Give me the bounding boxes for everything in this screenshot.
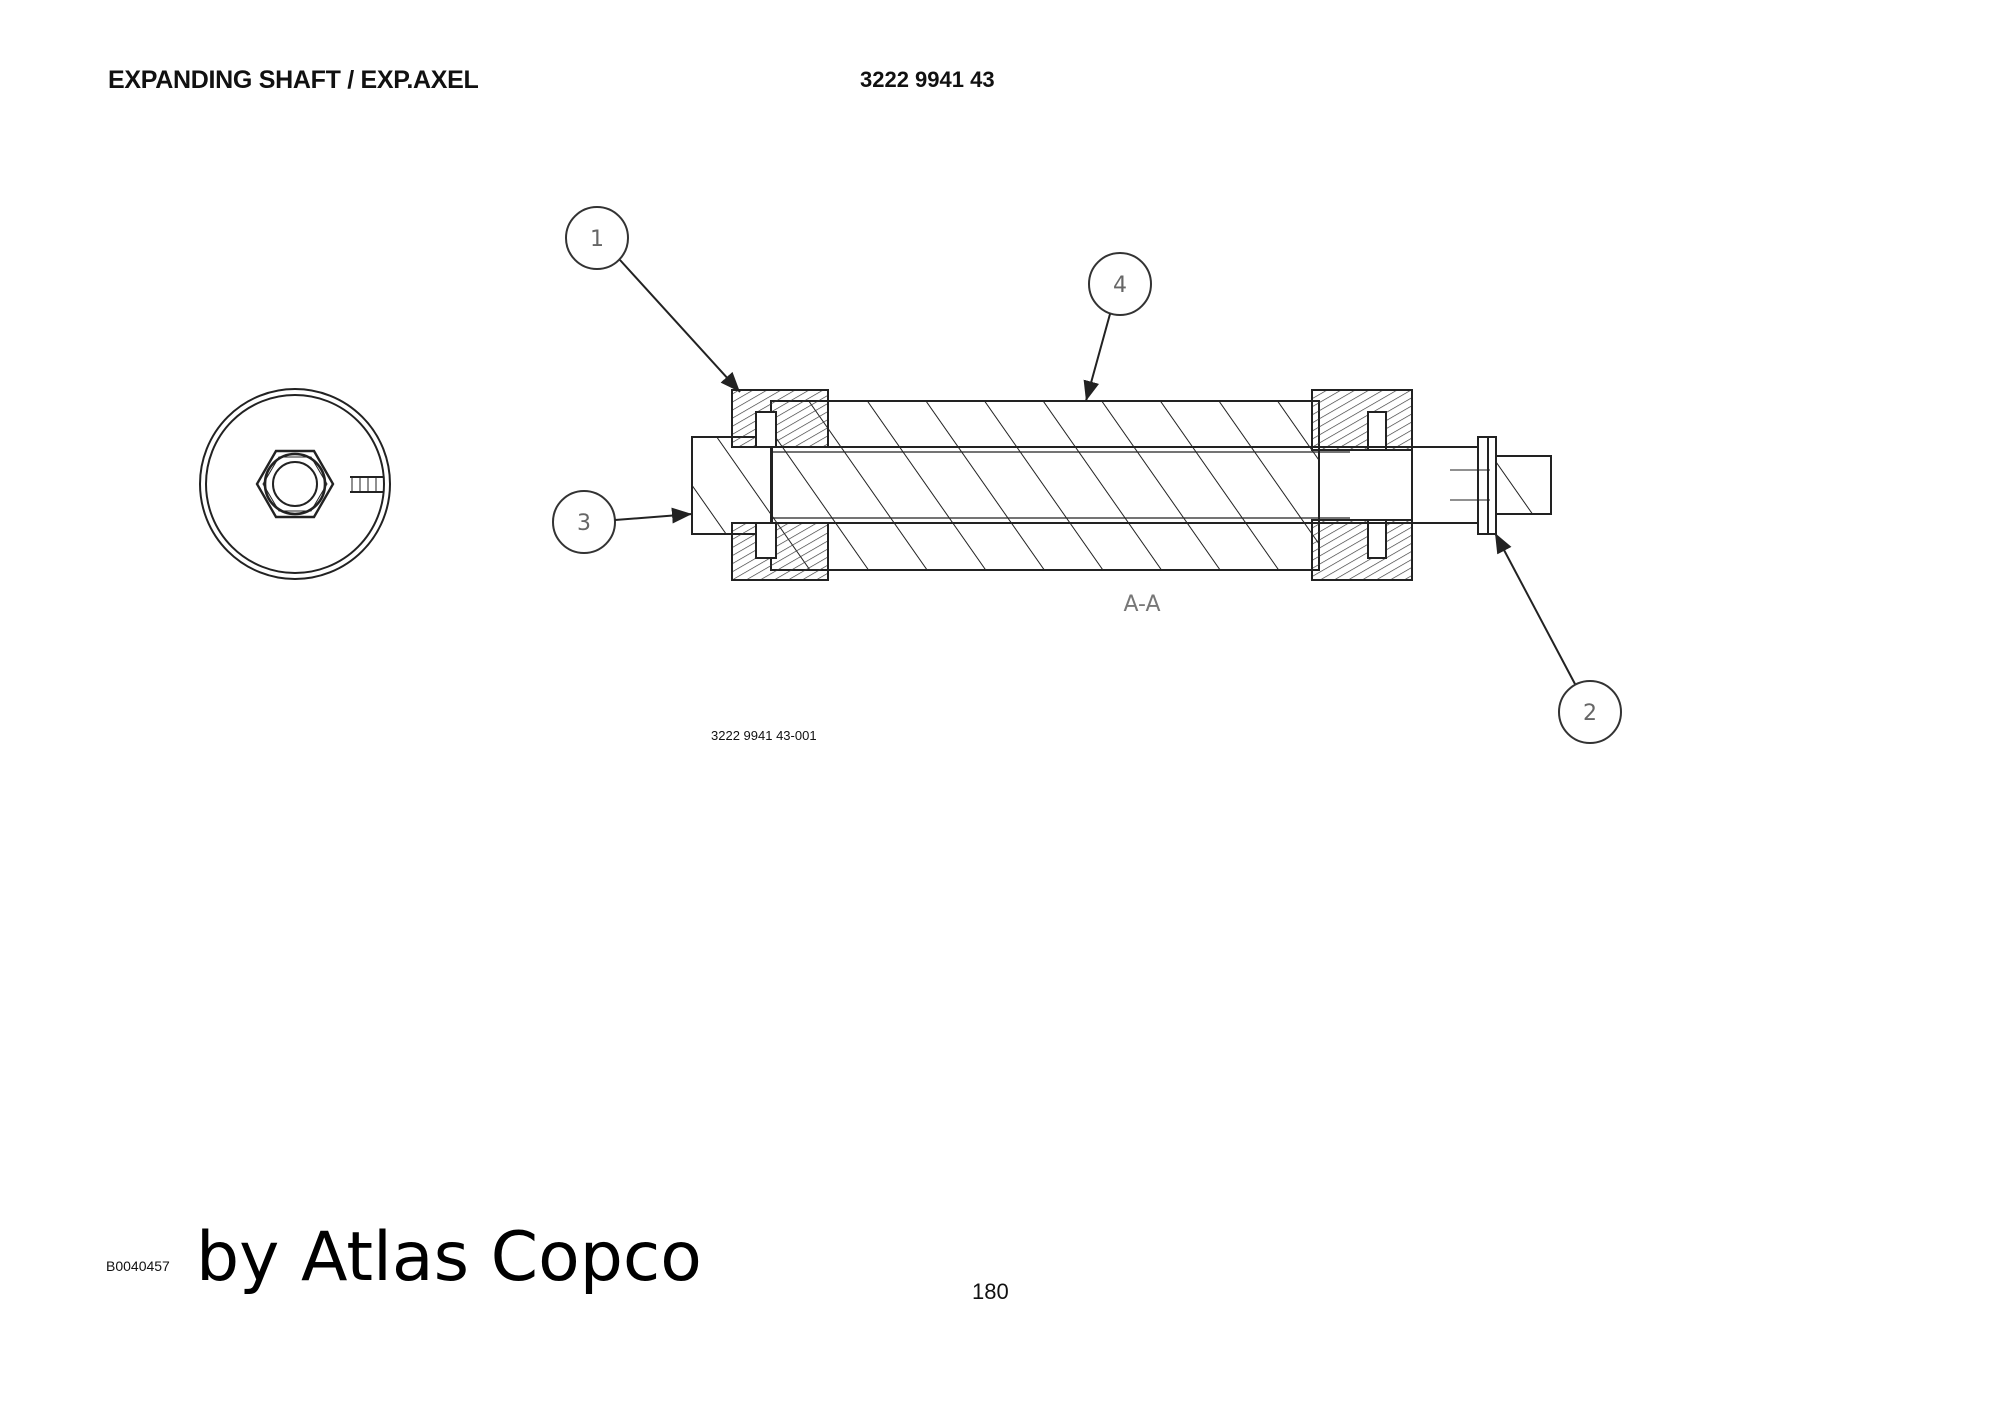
callout-1: 1 <box>565 206 741 393</box>
callout-label: 4 <box>1113 273 1127 298</box>
section-label: A-A <box>1123 592 1160 617</box>
callout-4: 4 <box>1083 252 1152 402</box>
document-code: B0040457 <box>106 1258 170 1274</box>
callout-label: 2 <box>1583 701 1597 726</box>
brand-label: by Atlas Copco <box>196 1218 702 1297</box>
callout-3: 3 <box>552 490 693 554</box>
end-view <box>199 388 391 580</box>
callout-2: 2 <box>1494 532 1622 744</box>
document-title: EXPANDING SHAFT / EXP.AXEL <box>108 66 479 94</box>
part-number: 3222 9941 43 <box>860 67 995 92</box>
section-view <box>691 389 1552 581</box>
page-number: 180 <box>972 1279 1009 1304</box>
callout-label: 3 <box>577 511 591 536</box>
callout-label: 1 <box>590 227 604 252</box>
drawing-number: 3222 9941 43-001 <box>711 728 817 743</box>
